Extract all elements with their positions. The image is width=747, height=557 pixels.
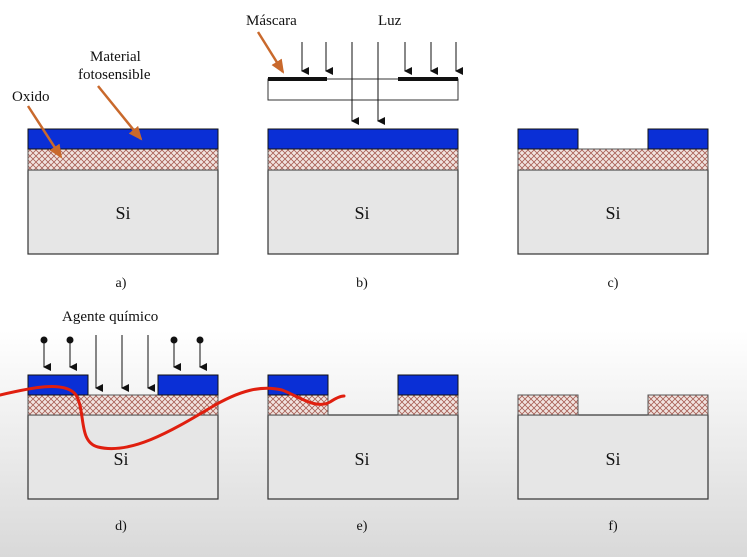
oxide-layer — [267, 148, 459, 171]
oxido-pointer-arrow — [26, 105, 63, 159]
photoresist-right — [397, 374, 459, 396]
panel-caption: c) — [608, 276, 619, 291]
material-pointer-arrow — [97, 85, 143, 141]
photoresist-right — [647, 128, 709, 150]
si-substrate — [517, 414, 709, 500]
agent-arrows — [95, 335, 155, 392]
panel-d: Si d) Agente químico — [27, 309, 219, 534]
panel-caption: d) — [115, 519, 127, 534]
agente-label: Agente químico — [62, 309, 158, 325]
red-overlay-stroke — [0, 385, 346, 451]
si-label: Si — [354, 203, 369, 223]
panel-caption: e) — [357, 519, 368, 534]
mascara-label: Máscara — [246, 13, 297, 29]
luz-label: Luz — [378, 13, 402, 29]
si-substrate — [267, 169, 459, 255]
si-substrate — [267, 414, 459, 500]
si-substrate — [27, 169, 219, 255]
mask-plate — [267, 78, 459, 101]
panel-f: Si f) — [517, 394, 709, 534]
si-label: Si — [605, 203, 620, 223]
si-substrate — [27, 414, 219, 500]
panel-e: Si e) — [267, 374, 459, 534]
oxide-layer — [517, 148, 709, 171]
photoresist-right — [157, 374, 219, 396]
material-label-line1: Material — [90, 49, 141, 65]
panel-caption: a) — [116, 276, 127, 291]
si-label: Si — [113, 449, 128, 469]
panel-a: Si a) Material fotosensible Oxido — [12, 49, 219, 291]
photoresist-layer — [267, 128, 459, 150]
si-label: Si — [605, 449, 620, 469]
oxido-label: Oxido — [12, 89, 50, 105]
panel-caption: f) — [608, 519, 618, 534]
si-label: Si — [115, 203, 130, 223]
photoresist-left — [517, 128, 579, 150]
agent-dot-arrows — [40, 336, 207, 371]
si-label: Si — [354, 449, 369, 469]
oxide-layer — [27, 394, 219, 416]
mascara-pointer-arrow — [256, 31, 285, 74]
si-substrate — [517, 169, 709, 255]
panel-caption: b) — [356, 276, 368, 291]
photoresist-left — [27, 374, 89, 396]
photoresist-layer — [27, 128, 219, 150]
oxide-right — [397, 394, 459, 416]
oxide-left — [517, 394, 579, 416]
panel-b: Si b) Máscara Luz — [246, 13, 463, 291]
oxide-right — [647, 394, 709, 416]
photoresist-left — [267, 374, 329, 396]
panel-c: Si c) — [517, 128, 709, 291]
material-label-line2: fotosensible — [78, 67, 151, 83]
